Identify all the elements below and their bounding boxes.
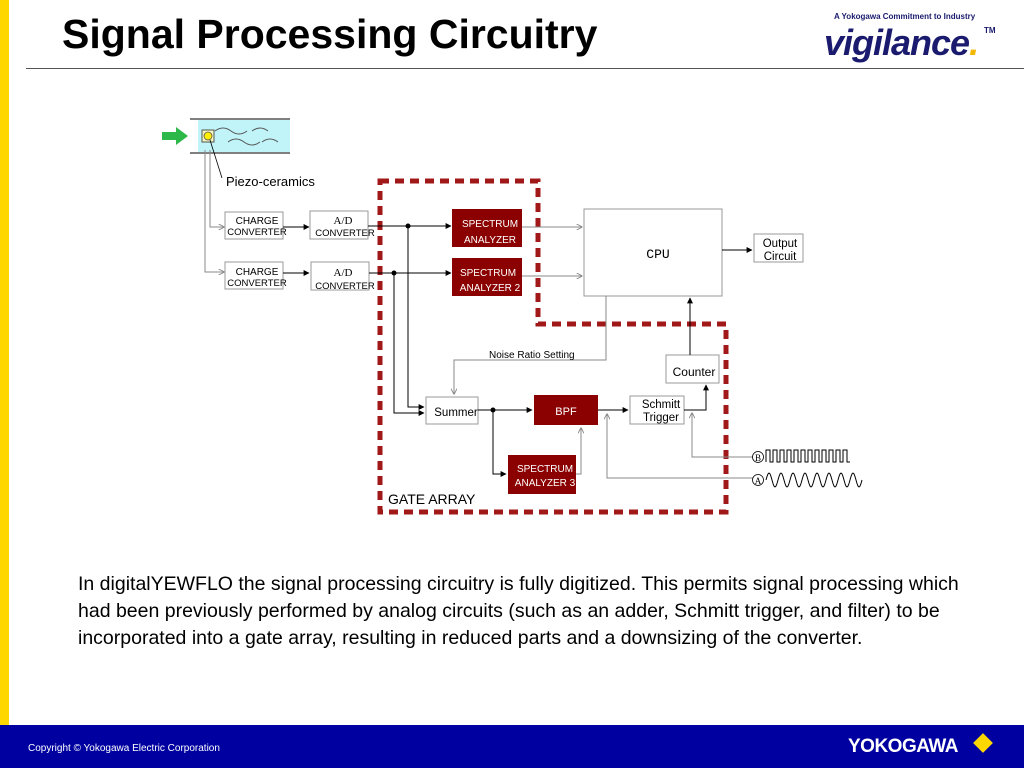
- signal-b-marker: [752, 451, 764, 463]
- title-divider: [26, 68, 1024, 69]
- spectrum-analyzer-1-line1: SPECTRUM: [462, 219, 518, 230]
- gate-array-label: GATE ARRAY: [388, 491, 476, 507]
- ad-converter-2: A/D CONVERTER: [310, 261, 375, 292]
- signal-a-marker: [752, 474, 764, 486]
- spectrum-analyzer-3-line2: ANALYZER 3: [515, 478, 576, 489]
- signal-processing-diagram: Piezo-ceramics CHARGE CONVERTER CHARGE C…: [162, 118, 863, 515]
- summer-block: Summer: [425, 396, 479, 425]
- yokogawa-logo: YOKOGAWA: [848, 736, 959, 757]
- wire-sa3-to-bpf: [576, 428, 581, 475]
- footer-bar: Copyright © Yokogawa Electric Corporatio…: [0, 725, 1024, 768]
- charge-converter-1-box: [224, 211, 284, 240]
- summer-label: Summer: [434, 407, 478, 419]
- counter-label: Counter: [673, 365, 716, 379]
- left-accent-bar: [0, 0, 9, 725]
- signal-b: B: [752, 449, 850, 463]
- piezo-leader-line: [209, 139, 223, 179]
- flow-pipe: [190, 118, 290, 154]
- diamond-icon: [973, 733, 993, 753]
- square-wave-icon: [765, 449, 850, 463]
- piezo-ceramics-label: Piezo-ceramics: [226, 174, 315, 189]
- schmitt-trigger-line2: Trigger: [643, 412, 679, 424]
- logo-wordmark: vigilance.: [824, 22, 979, 64]
- ad-converter-2-box: [310, 261, 370, 291]
- spectrum-analyzer-1-line2: ANALYZER: [464, 235, 516, 246]
- spectrum-analyzer-2-line1: SPECTRUM: [460, 268, 516, 279]
- charge-converter-1-line2: CONVERTER: [227, 227, 287, 238]
- signal-a-label: A: [755, 476, 762, 486]
- vigilance-logo: A Yokogawa Commitment to Industry vigila…: [824, 10, 1004, 66]
- counter-box: [665, 354, 720, 384]
- output-circuit-line2: Circuit: [764, 251, 797, 263]
- spectrum-analyzer-3-line1: SPECTRUM: [517, 464, 573, 475]
- wire-noise-ratio-setting: [454, 296, 607, 394]
- wire-ad2-to-summer: [393, 273, 425, 416]
- logo-tagline: A Yokogawa Commitment to Industry: [834, 12, 976, 21]
- bpf-box: [534, 395, 598, 425]
- flow-inlet-arrow-icon: [162, 127, 188, 145]
- wire-signal-b: [692, 413, 755, 458]
- ad-converter-1: A/D CONVERTER: [309, 210, 375, 240]
- cpu-box: [583, 208, 723, 297]
- bpf-block: BPF: [534, 395, 598, 425]
- sensor-wire-2: [204, 150, 224, 272]
- logo-word: vigilance: [824, 22, 970, 63]
- wire-summer-to-sa3: [492, 410, 507, 477]
- output-circuit: Output Circuit: [753, 233, 804, 263]
- charge-converter-2-line2: CONVERTER: [227, 278, 287, 289]
- spectrum-analyzer-3: SPECTRUM ANALYZER 3: [508, 455, 576, 494]
- spectrum-analyzer-2-box: [452, 258, 522, 296]
- gate-array-outline: [377, 178, 729, 515]
- charge-converter-2: CHARGE CONVERTER: [224, 261, 287, 290]
- schmitt-trigger-block: Schmitt Trigger: [629, 395, 685, 425]
- cpu-block: CPU: [583, 208, 723, 297]
- wire-schmitt-to-counter: [684, 384, 709, 411]
- slide-body-text: In digitalYEWFLO the signal processing c…: [78, 573, 959, 649]
- bpf-label: BPF: [555, 406, 577, 418]
- ad-converter-2-line1: A/D: [334, 267, 353, 279]
- sine-wave-icon: [765, 472, 863, 488]
- logo-dot: .: [969, 22, 979, 63]
- cpu-label: CPU: [646, 247, 669, 262]
- spectrum-analyzer-1-box: [452, 209, 522, 247]
- ad-converter-2-line2: CONVERTER: [315, 281, 375, 292]
- spectrum-analyzer-3-box: [508, 455, 576, 494]
- charge-converter-2-box: [224, 261, 284, 290]
- logo-trademark: TM: [984, 26, 996, 35]
- ad-converter-1-line2: CONVERTER: [315, 228, 375, 239]
- wire-signal-a: [607, 414, 755, 479]
- output-circuit-line1: Output: [763, 238, 798, 250]
- spectrum-analyzer-1: SPECTRUM ANALYZER: [452, 209, 522, 247]
- sensor-wire-1: [209, 150, 224, 227]
- signal-b-label: B: [755, 453, 761, 463]
- slide-title: Signal Processing Circuitry: [62, 11, 598, 57]
- spectrum-analyzer-2: SPECTRUM ANALYZER 2: [452, 258, 522, 296]
- wire-ad1-to-summer: [407, 226, 425, 410]
- charge-converter-1-line1: CHARGE: [236, 216, 279, 227]
- sensor-dot: [203, 131, 213, 141]
- spectrum-analyzer-2-line2: ANALYZER 2: [460, 283, 521, 294]
- output-circuit-box: [753, 233, 804, 263]
- schmitt-trigger-box: [629, 395, 685, 425]
- charge-converter-2-line1: CHARGE: [236, 267, 279, 278]
- ad-converter-1-box: [309, 210, 369, 240]
- vortex-swirls: [214, 127, 279, 146]
- charge-converter-1: CHARGE CONVERTER: [224, 211, 287, 240]
- copyright-text: Copyright © Yokogawa Electric Corporatio…: [28, 743, 220, 754]
- counter-block: Counter: [665, 354, 720, 384]
- noise-ratio-label: Noise Ratio Setting: [489, 350, 575, 361]
- ad-converter-1-line1: A/D: [334, 215, 353, 227]
- signal-a: A: [752, 472, 863, 488]
- schmitt-trigger-line1: Schmitt: [642, 399, 681, 411]
